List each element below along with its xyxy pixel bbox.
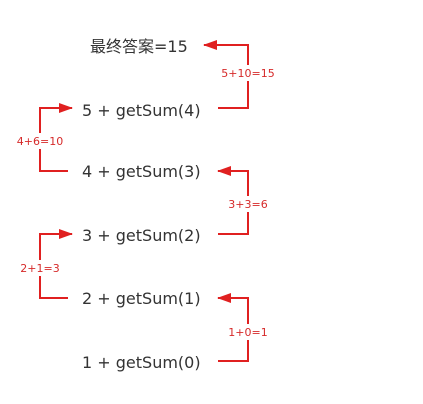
call-getsum-4-label: 5 + getSum(4) (82, 101, 201, 120)
edge-label-5-plus-10: 5+10=15 (221, 67, 274, 80)
call-getsum-2-label: 3 + getSum(2) (82, 226, 201, 245)
edge-label-bg (10, 133, 70, 149)
edge-label-bg (222, 324, 274, 340)
call-getsum-0-label: 1 + getSum(0) (82, 353, 201, 372)
edge-label-4-plus-6: 4+6=10 (17, 135, 63, 148)
edge-label-1-plus-0: 1+0=1 (228, 326, 267, 339)
call-getsum-1-label: 2 + getSum(1) (82, 289, 201, 308)
edge-label-3-plus-3: 3+3=6 (228, 198, 267, 211)
edge-label-2-plus-1: 2+1=3 (20, 262, 59, 275)
edge-label-bg (216, 65, 280, 81)
final-answer-label: 最终答案=15 (90, 37, 188, 56)
edge-label-bg (222, 196, 274, 212)
call-getsum-3-label: 4 + getSum(3) (82, 162, 201, 181)
edge-label-bg (14, 260, 66, 276)
